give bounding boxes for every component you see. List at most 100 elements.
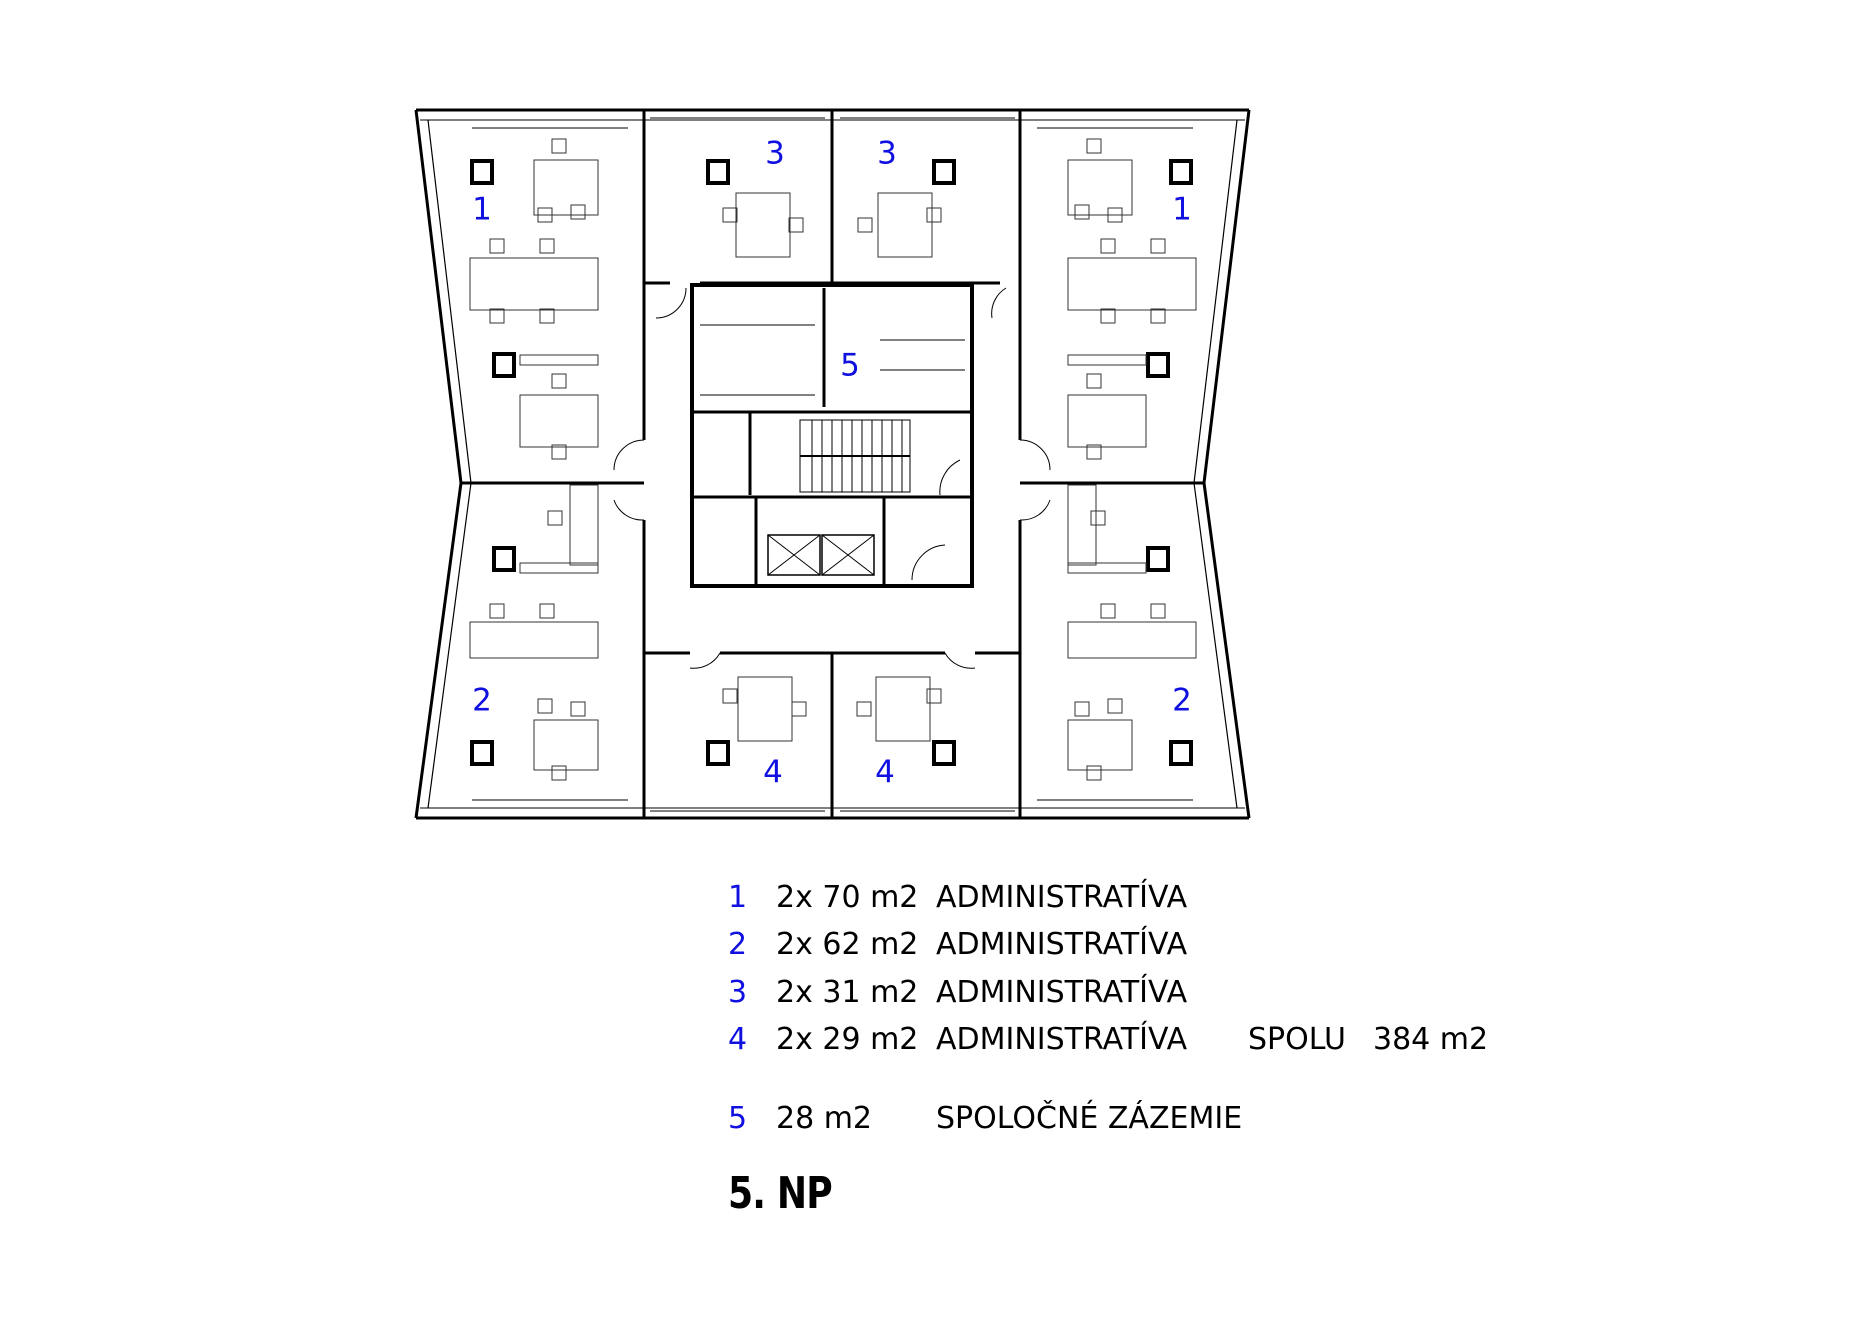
column [470, 159, 494, 185]
chair [570, 701, 586, 717]
room-label-2-right: 2 [1172, 683, 1192, 719]
chair [722, 207, 738, 223]
legend-number: 3 [728, 975, 748, 1010]
chair [1090, 510, 1106, 526]
chair [1107, 698, 1123, 714]
legend-area: 2x 62 m2 [776, 927, 919, 962]
desk [735, 192, 791, 258]
chair [539, 238, 555, 254]
legend-area: 2x 70 m2 [776, 880, 919, 915]
column [1169, 740, 1193, 766]
chair [539, 308, 555, 324]
chair [1100, 603, 1116, 619]
column [470, 740, 494, 766]
desk [469, 621, 599, 659]
column [492, 546, 516, 572]
legend-use: ADMINISTRATÍVA [936, 975, 1188, 1010]
column [1146, 546, 1170, 572]
chair [857, 217, 873, 233]
legend-number: 2 [728, 927, 748, 962]
chair [1107, 207, 1123, 223]
chair [537, 207, 553, 223]
column [932, 740, 956, 766]
chair [1086, 373, 1102, 389]
room-label-3-right: 3 [877, 136, 897, 172]
walls [414, 108, 1251, 820]
column [1146, 352, 1170, 378]
chair [788, 217, 804, 233]
room-label-2-left: 2 [472, 683, 492, 719]
legend-use: SPOLOČNÉ ZÁZEMIE [936, 1101, 1243, 1136]
chair [1086, 444, 1102, 460]
room-label-1-right: 1 [1172, 192, 1192, 228]
chair [547, 510, 563, 526]
desk [569, 484, 599, 566]
legend-use: ADMINISTRATÍVA [936, 1022, 1188, 1057]
chair [722, 688, 738, 704]
chair [791, 701, 807, 717]
furniture [469, 138, 1197, 781]
desk [533, 719, 599, 771]
column [492, 352, 516, 378]
chair [1086, 765, 1102, 781]
legend-area: 2x 29 m2 [776, 1022, 919, 1057]
chair [1074, 701, 1090, 717]
room-labels: 1 1 2 2 3 3 4 4 5 [472, 136, 1192, 791]
chair [537, 698, 553, 714]
desk [877, 192, 933, 258]
chair [1100, 308, 1116, 324]
chair [926, 207, 942, 223]
chair [551, 765, 567, 781]
chair [539, 603, 555, 619]
chair [926, 688, 942, 704]
desk [519, 394, 599, 448]
desk [533, 159, 599, 216]
chair [489, 308, 505, 324]
desk [1067, 719, 1133, 771]
structural-columns [470, 159, 1193, 766]
chair [1150, 308, 1166, 324]
chair [1086, 138, 1102, 154]
desk [1067, 562, 1147, 574]
chair [1150, 238, 1166, 254]
desk [469, 257, 599, 311]
column [706, 159, 730, 185]
chair [551, 373, 567, 389]
room-label-4-right: 4 [875, 755, 895, 791]
desk [1067, 159, 1133, 216]
floor-title: 5. NP [728, 1168, 833, 1219]
room-label-4-left: 4 [763, 755, 783, 791]
desk [1067, 257, 1197, 311]
room-label-5: 5 [840, 348, 860, 384]
column [1169, 159, 1193, 185]
chair [856, 701, 872, 717]
desk [1067, 354, 1147, 366]
total-label: SPOLU [1248, 1022, 1346, 1057]
chair [551, 138, 567, 154]
chair [1150, 603, 1166, 619]
legend-area: 28 m2 [776, 1101, 873, 1136]
chair [489, 603, 505, 619]
legend-use: ADMINISTRATÍVA [936, 927, 1188, 962]
desk [519, 354, 599, 366]
legend-area: 2x 31 m2 [776, 975, 919, 1010]
desk [1067, 394, 1147, 448]
chair [570, 204, 586, 220]
legend-number: 4 [728, 1022, 748, 1057]
desk [1067, 621, 1197, 659]
legend-number: 5 [728, 1101, 748, 1136]
chair [1074, 204, 1090, 220]
chair [551, 444, 567, 460]
total-value: 384 m2 [1373, 1022, 1489, 1057]
legend-use: ADMINISTRATÍVA [936, 880, 1188, 915]
room-label-3-left: 3 [765, 136, 785, 172]
legend-number: 1 [728, 880, 748, 915]
column [932, 159, 956, 185]
desk [519, 562, 599, 574]
chair [1100, 238, 1116, 254]
chair [489, 238, 505, 254]
column [706, 740, 730, 766]
desk [875, 676, 931, 742]
desk [737, 676, 793, 742]
